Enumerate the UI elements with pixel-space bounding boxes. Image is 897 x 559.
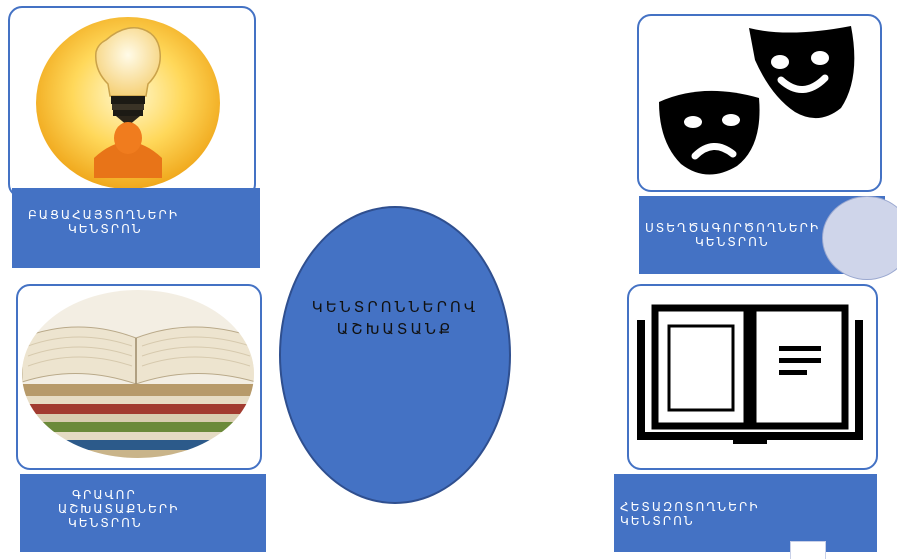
label-discoverers: ԲԱՑԱՀԱՅՏՈՂՆԵՐԻ ԿԵՆՏՐՈՆ [12,188,260,268]
label-creators-line-1: ՍՏԵՂԾԱԳՈՐԾՈՂՆԵՐԻ [645,221,821,235]
label-researchers: ՀԵՏԱԶՈՏՈՂՆԵՐԻ ԿԵՆՏՐՈՆ [614,474,877,552]
label-researchers-line-2: ԿԵՆՏՐՈՆ [620,514,695,528]
card-book-lovers [16,284,262,470]
center-title-line-2: ԱՇԽԱՏԱՆՔ [336,320,454,338]
center-title: ԿԵՆՏՐՈՆՆԵՐՈՎ ԱՇԽԱՏԱՆՔ [279,296,511,340]
decorative-circle [822,196,897,280]
books-stack-image [22,290,254,458]
center-title-line-1: ԿԵՆՏՐՈՆՆԵՐՈՎ [311,298,479,316]
center-circle [279,206,511,504]
label-book-lovers: ԳՐԱՎՈՐ ԱՇԽԱՏԱՔՆԵՐԻ ԿԵՆՏՐՈՆ [20,474,266,552]
theater-masks-icon [659,26,855,175]
label-creators-line-2: ԿԵՆՏՐՈՆ [695,235,770,249]
label-discoverers-line-2: ԿԵՆՏՐՈՆ [68,222,143,236]
decorative-square [790,541,826,559]
label-book-lovers-line-3: ԿԵՆՏՐՈՆ [68,516,143,530]
card-discoverers [8,6,256,198]
label-book-lovers-line-1: ԳՐԱՎՈՐ [72,488,137,502]
lightbulb-icon [36,17,220,189]
card-creators [637,14,882,192]
open-book-icon [637,304,863,444]
card-researchers [627,284,878,470]
label-discoverers-line-1: ԲԱՑԱՀԱՅՏՈՂՆԵՐԻ [28,208,180,222]
label-book-lovers-line-2: ԱՇԽԱՏԱՔՆԵՐԻ [58,502,180,516]
label-researchers-line-1: ՀԵՏԱԶՈՏՈՂՆԵՐԻ [620,500,760,514]
